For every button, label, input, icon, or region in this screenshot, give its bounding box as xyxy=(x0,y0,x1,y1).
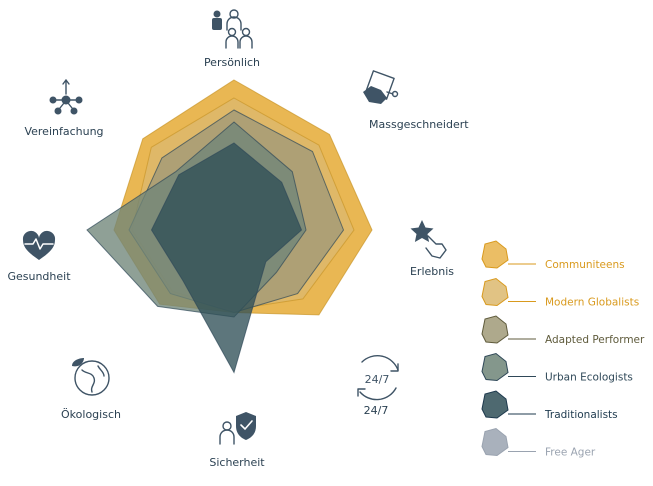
legend-swatch-adapted-performer xyxy=(481,315,509,344)
legend-swatch-traditionalists xyxy=(481,390,509,419)
axis-label-24-7: 24/7 xyxy=(364,404,389,417)
axis-label-erlebnis: Erlebnis xyxy=(410,265,454,278)
radar-series-group xyxy=(86,79,373,374)
legend-label-adapted-performer: Adapted Performer xyxy=(545,334,645,346)
heart-pulse-icon xyxy=(22,230,56,260)
axis-label-persoenlich: Persönlich xyxy=(204,56,260,69)
clock-cycle-icon: 24/7 xyxy=(357,355,399,401)
person-shield-icon xyxy=(219,412,256,445)
axis-label-oekologisch: Ökologisch xyxy=(61,408,121,421)
radar-series-traditionalists xyxy=(150,142,303,374)
axis-label-gesundheit: Gesundheit xyxy=(7,270,71,283)
legend-swatch-free-ager xyxy=(481,427,509,457)
star-touch-icon xyxy=(410,220,447,259)
legend-label-free-ager: Free Ager xyxy=(545,447,596,459)
legend-swatch-modern-globalists xyxy=(481,277,509,307)
legend-swatch-communiteens xyxy=(481,240,509,269)
legend-label-urban-ecologists: Urban Ecologists xyxy=(545,372,633,384)
tailored-hand-icon xyxy=(363,70,399,104)
legend-label-communiteens: Communiteens xyxy=(545,259,625,271)
legend-label-traditionalists: Traditionalists xyxy=(544,409,618,421)
legend-label-modern-globalists: Modern Globalists xyxy=(545,297,639,309)
axis-label-massgeschneidert: Massgeschneidert xyxy=(369,118,469,131)
leaf-globe-icon xyxy=(72,358,110,396)
network-simplify-icon xyxy=(49,79,83,115)
people-group-icon xyxy=(212,9,253,49)
svg-text:24/7: 24/7 xyxy=(365,373,390,386)
axis-label-sicherheit: Sicherheit xyxy=(209,456,265,469)
axis-label-vereinfachung: Vereinfachung xyxy=(24,125,103,138)
legend-swatch-urban-ecologists xyxy=(481,352,509,382)
